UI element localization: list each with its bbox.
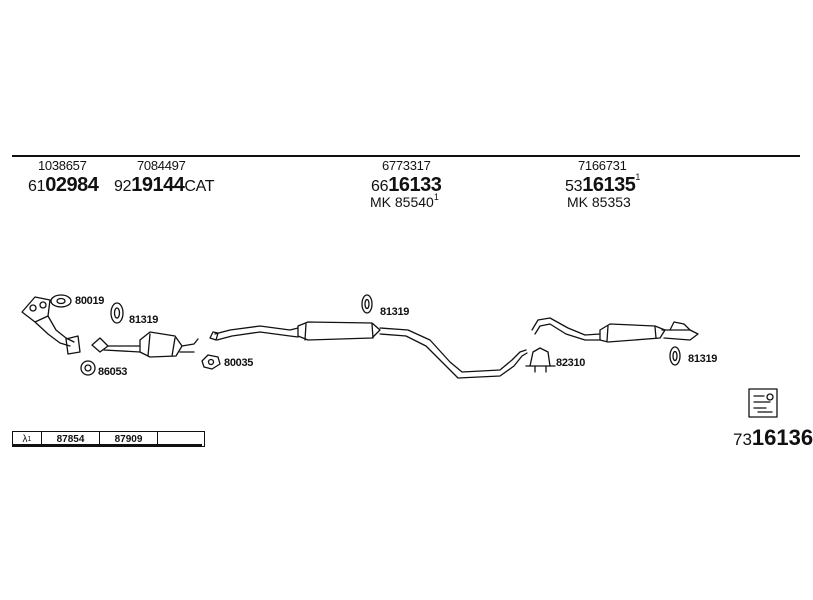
part-superscript: 1 <box>635 172 641 182</box>
part-prefix: 61 <box>28 178 46 195</box>
mk-number-4: MK 85353 <box>567 194 631 210</box>
centre-pipe-drawing <box>209 321 528 379</box>
part-number-2: 9219144CAT <box>114 174 215 197</box>
part-main: 19144 <box>131 174 185 196</box>
clamp-81319-c-drawing <box>669 346 681 366</box>
ref-number-2: 7084497 <box>137 158 186 173</box>
label-80035: 80035 <box>224 357 254 369</box>
part-prefix: 92 <box>114 178 132 195</box>
part-main: 16133 <box>388 174 442 196</box>
part-number-3: 6616133 <box>371 174 442 197</box>
rear-silencer-drawing <box>531 317 699 343</box>
front-pipe-drawing <box>21 296 81 355</box>
lambda-cell: 87854 <box>42 432 100 446</box>
label-82310: 82310 <box>556 357 586 369</box>
ring-86053-drawing <box>80 360 96 376</box>
gasket-80035-drawing <box>201 354 221 370</box>
mk-text: MK 85353 <box>567 194 631 210</box>
lambda-symbol: λ <box>22 433 28 445</box>
ref-number-3: 6773317 <box>382 158 431 173</box>
header-rule <box>12 155 800 157</box>
label-81319-c: 81319 <box>688 353 718 365</box>
kit-number: 7316136 <box>733 425 813 451</box>
clamp-81319-a-drawing <box>110 302 124 324</box>
mounting-kit-icon <box>748 388 778 418</box>
mk-text: MK 85540 <box>370 194 434 210</box>
kit-prefix: 73 <box>733 430 752 449</box>
mk-superscript: 1 <box>433 192 439 202</box>
label-86053: 86053 <box>98 366 128 378</box>
part-number-4: 53161351 <box>565 172 641 197</box>
catalytic-converter-drawing <box>91 331 199 358</box>
part-main: 02984 <box>45 174 99 196</box>
part-main: 16135 <box>582 174 636 196</box>
kit-main: 16136 <box>751 425 813 450</box>
label-80019: 80019 <box>75 295 105 307</box>
part-prefix: 53 <box>565 178 583 195</box>
lambda-superscript: 1 <box>27 435 32 443</box>
mk-number-3: MK 855401 <box>370 192 439 210</box>
lambda-cell: 87909 <box>100 432 158 446</box>
part-suffix: CAT <box>184 178 215 195</box>
gasket-80019-drawing <box>50 294 72 308</box>
part-number-1: 6102984 <box>28 174 99 197</box>
ref-number-1: 1038657 <box>38 158 87 173</box>
lambda-table-underline <box>12 444 202 446</box>
clamp-82310-drawing <box>525 347 556 373</box>
clamp-81319-b-drawing <box>361 294 373 314</box>
ref-number-4: 7166731 <box>578 158 627 173</box>
label-81319-a: 81319 <box>129 314 159 326</box>
label-81319-b: 81319 <box>380 306 410 318</box>
part-prefix: 66 <box>371 178 389 195</box>
